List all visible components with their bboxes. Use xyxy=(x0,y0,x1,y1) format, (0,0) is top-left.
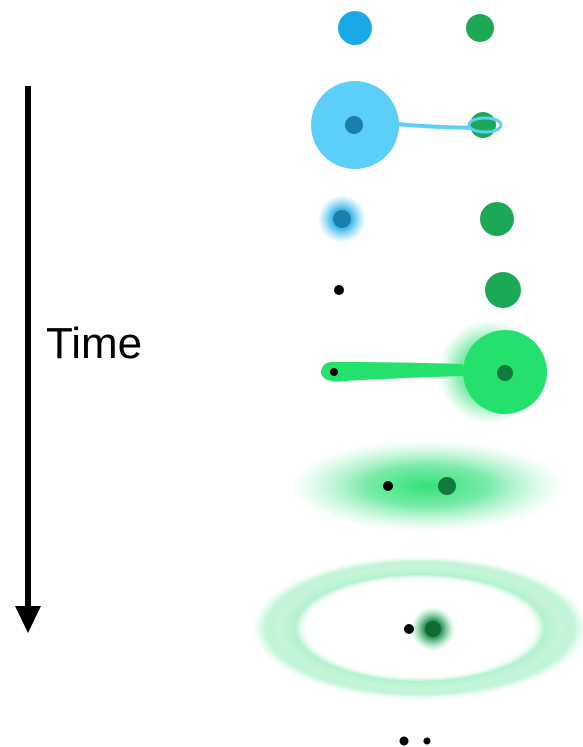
stage-green-giant-mass-transfer xyxy=(321,320,547,424)
reverse-mass-transfer-stream xyxy=(321,362,463,382)
green-giant-core xyxy=(497,365,513,381)
stage-compact-binary xyxy=(399,736,431,746)
stage-main-sequence-pair xyxy=(338,11,494,45)
green-core-inside xyxy=(438,477,456,495)
stripped-blue-core xyxy=(333,210,351,228)
stage-compact-remnant xyxy=(334,272,521,308)
stage-blue-core-remnant xyxy=(318,195,514,243)
time-arrow xyxy=(15,86,41,633)
blue-star xyxy=(338,11,372,45)
stage-common-envelope xyxy=(290,440,564,532)
compact-remnant-inside xyxy=(383,481,393,491)
green-core-remnant xyxy=(425,621,441,637)
green-star-evolved xyxy=(485,272,521,308)
green-star xyxy=(466,14,494,42)
green-star-grown xyxy=(480,202,514,236)
compact-object-a xyxy=(399,736,409,746)
green-star-accretor xyxy=(470,112,496,138)
compact-object-b xyxy=(423,737,431,745)
time-label: Time xyxy=(46,319,142,368)
compact-remnant-accretor xyxy=(330,368,338,376)
compact-remnant-companion xyxy=(404,624,414,634)
accretion-disk xyxy=(467,116,503,134)
compact-remnant xyxy=(334,285,344,295)
stage-envelope-ejection xyxy=(252,556,583,700)
common-envelope xyxy=(290,440,564,532)
time-arrow-head xyxy=(15,606,41,633)
blue-giant-core xyxy=(345,116,363,134)
stage-blue-giant-mass-transfer xyxy=(311,81,503,169)
